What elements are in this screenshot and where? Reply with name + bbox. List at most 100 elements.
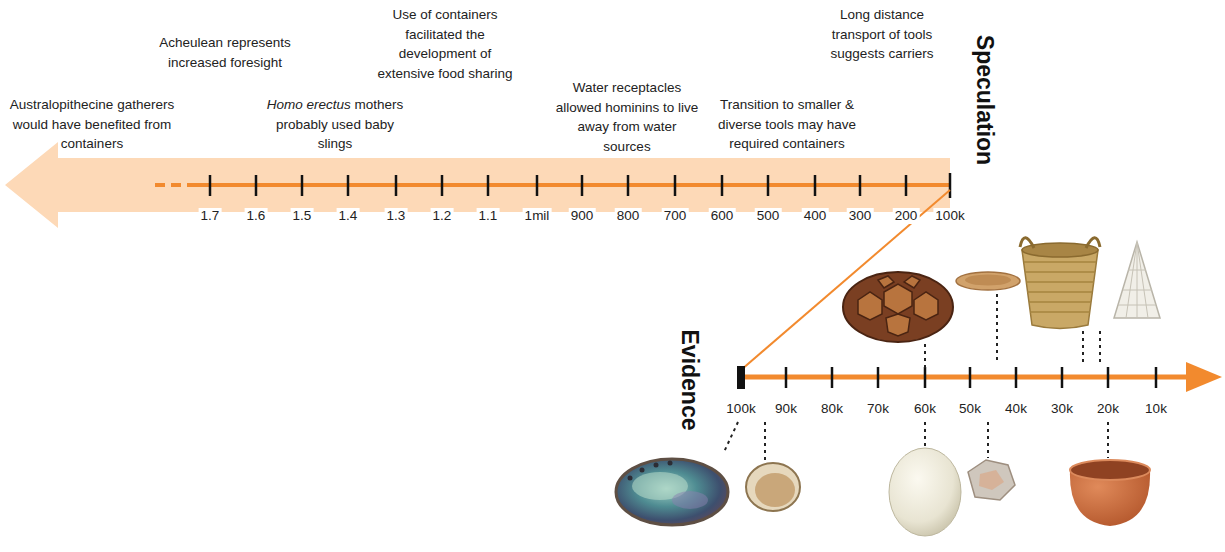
abalone-shell bbox=[616, 459, 728, 525]
evidence-axis-part-part bbox=[831, 367, 834, 388]
woven-basket-part bbox=[1022, 250, 1098, 329]
net-bag-part-part bbox=[1118, 305, 1156, 306]
evidence-axis-part bbox=[737, 366, 745, 389]
evidence-axis-part-part bbox=[1061, 367, 1064, 388]
speculation-ticks-part bbox=[721, 175, 724, 196]
evidence-axis-part-part bbox=[877, 367, 880, 388]
evidence-axis-part-part bbox=[1107, 367, 1110, 388]
tortoise-shell-part-part bbox=[886, 314, 910, 336]
net-bag-part bbox=[1118, 242, 1156, 318]
speculation-note: Water receptacles allowed hominins to li… bbox=[552, 78, 702, 156]
speculation-ticks-part bbox=[627, 175, 630, 196]
axis-title: Evidence bbox=[677, 330, 703, 431]
leader-lines-part bbox=[1107, 422, 1109, 458]
tick-label: 400 bbox=[802, 208, 829, 224]
woven-basket-part-part bbox=[1024, 261, 1096, 263]
stone-fragment bbox=[968, 460, 1015, 500]
abalone-shell-part-part bbox=[628, 476, 633, 481]
tick-label: 20k bbox=[1095, 401, 1121, 417]
woven-basket-part-part bbox=[1025, 271, 1095, 273]
leader-lines-part bbox=[987, 422, 989, 458]
tick-label: 80k bbox=[819, 401, 845, 417]
speculation-note: Australopithecine gatherers would have b… bbox=[5, 95, 180, 154]
speculation-ticks-part bbox=[949, 173, 952, 198]
abalone-shell-part-part bbox=[654, 463, 659, 468]
tick-label: 600 bbox=[709, 208, 736, 224]
speculation-note: Use of containers facilitated the develo… bbox=[370, 5, 520, 83]
net-bag-part-part bbox=[1137, 242, 1148, 318]
speculation-ticks-part bbox=[301, 175, 304, 196]
speculation-note: Transition to smaller & diverse tools ma… bbox=[705, 95, 870, 154]
wooden-plate-part bbox=[965, 275, 1011, 286]
leader-lines-part bbox=[1082, 331, 1084, 365]
speculation-ticks-part bbox=[767, 175, 770, 196]
clam-shell-part bbox=[746, 463, 800, 511]
speculation-ticks bbox=[210, 173, 950, 198]
stone-fragment-part bbox=[979, 470, 1004, 490]
species-name: Homo erectus bbox=[267, 97, 351, 112]
leader-lines-part bbox=[724, 422, 738, 452]
speculation-ticks-part bbox=[905, 175, 908, 196]
tick-label: 100k bbox=[724, 401, 757, 417]
tick-label: 1.2 bbox=[431, 208, 454, 224]
tick-label: 1.5 bbox=[291, 208, 314, 224]
net-bag-part-part bbox=[1126, 242, 1137, 318]
tick-label: 1mil bbox=[523, 208, 552, 224]
speculation-ticks-part bbox=[441, 175, 444, 196]
speculation-ticks-part bbox=[209, 175, 212, 196]
net-bag-part-part bbox=[1128, 270, 1146, 271]
clay-pot-part bbox=[1070, 460, 1150, 480]
tick-label: 200 bbox=[893, 208, 920, 224]
evidence-axis-part bbox=[1186, 362, 1222, 392]
speculation-ticks-part bbox=[347, 175, 350, 196]
tortoise-shell-part-part bbox=[914, 292, 938, 320]
tortoise-shell-part bbox=[843, 272, 953, 342]
woven-basket-part bbox=[1086, 238, 1100, 248]
abalone-shell-part bbox=[628, 461, 673, 481]
clay-pot bbox=[1070, 460, 1150, 526]
speculation-ticks-part bbox=[581, 175, 584, 196]
evidence-axis-part-part bbox=[969, 367, 972, 388]
tick-label: 60k bbox=[912, 401, 938, 417]
tortoise-shell-part-part bbox=[904, 276, 920, 288]
speculation-ticks-part bbox=[255, 175, 258, 196]
net-bag-part-part bbox=[1123, 290, 1152, 291]
clam-shell-part bbox=[755, 473, 795, 507]
woven-basket-part bbox=[1024, 262, 1096, 312]
speculation-note: Homo erectus mothers probably used baby … bbox=[265, 95, 405, 154]
speculation-ticks-part bbox=[814, 175, 817, 196]
evidence-axis-part bbox=[786, 367, 1156, 388]
tick-label: 1.7 bbox=[199, 208, 222, 224]
tick-label: 100k bbox=[933, 208, 966, 224]
woven-basket bbox=[1020, 238, 1100, 329]
tortoise-shell-part bbox=[858, 276, 938, 336]
tick-label: 1.6 bbox=[245, 208, 268, 224]
speculation-ticks-part bbox=[395, 175, 398, 196]
abalone-shell-part bbox=[672, 491, 708, 509]
abalone-shell-part-part bbox=[668, 461, 673, 466]
leader-lines-part bbox=[1099, 331, 1101, 365]
speculation-band-part bbox=[155, 183, 165, 187]
speculation-ticks-part bbox=[859, 175, 862, 196]
ostrich-egg bbox=[889, 448, 961, 536]
abalone-shell-part bbox=[616, 459, 728, 525]
speculation-band-part bbox=[171, 183, 181, 187]
tortoise-shell-part-part bbox=[878, 276, 894, 288]
abalone-shell-part-part bbox=[640, 468, 645, 473]
woven-basket-part-part bbox=[1029, 301, 1091, 303]
tick-label: 10k bbox=[1143, 401, 1169, 417]
clam-shell bbox=[746, 463, 800, 511]
tick-label: 500 bbox=[755, 208, 782, 224]
tick-label: 300 bbox=[847, 208, 874, 224]
wooden-plate-part bbox=[956, 272, 1020, 290]
tick-label: 1.4 bbox=[337, 208, 360, 224]
net-bag-part bbox=[1114, 242, 1160, 318]
evidence-axis-part-part bbox=[1015, 367, 1018, 388]
tortoise-shell bbox=[843, 272, 953, 342]
tortoise-shell-part-part bbox=[858, 292, 882, 320]
speculation-ticks-part bbox=[536, 175, 539, 196]
tick-label: 700 bbox=[662, 208, 689, 224]
woven-basket-part bbox=[1020, 238, 1034, 248]
tick-label: 1.3 bbox=[385, 208, 408, 224]
